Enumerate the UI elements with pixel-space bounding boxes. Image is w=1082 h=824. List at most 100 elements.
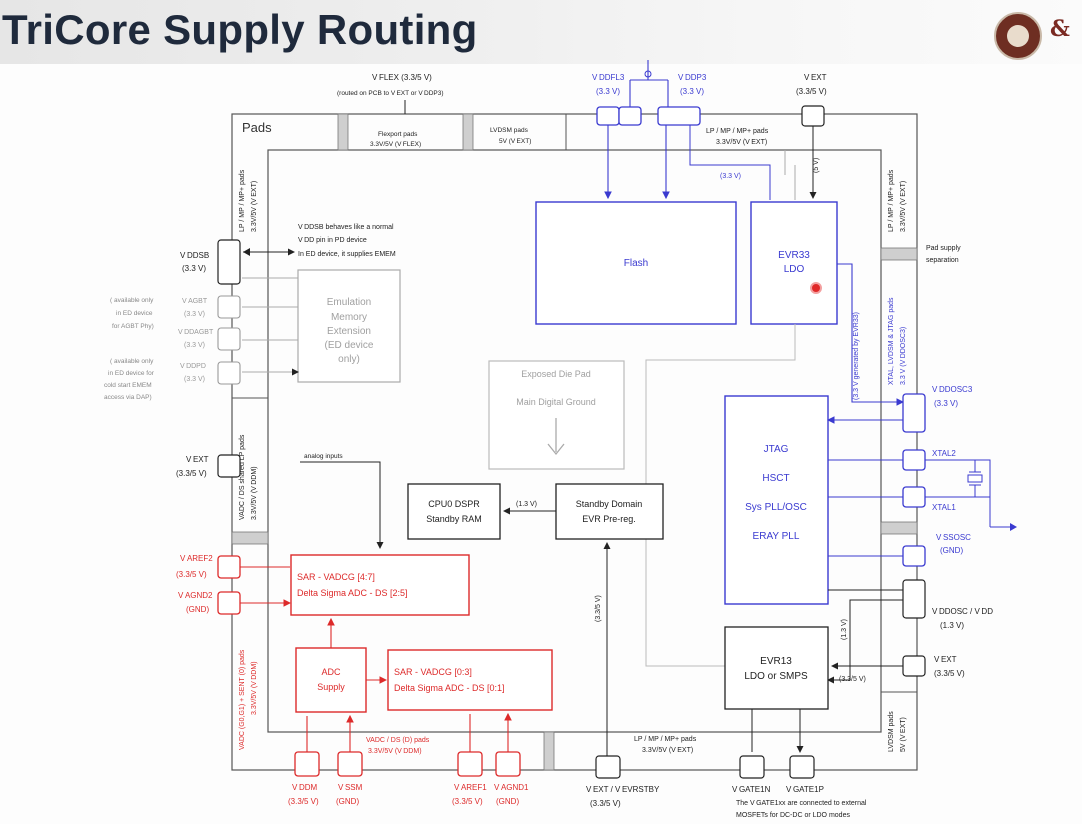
eraypll-label: ERAY PLL [753,531,800,542]
vddpd-pad [217,361,241,385]
sar-lower-block [387,649,553,711]
conn-335-right: (3.3/5 V) [839,676,866,683]
ground-down-arrow [547,418,565,456]
xtal2-label: XTAL2 [932,449,956,458]
vddosc3-pad [902,393,926,433]
varef1-label: V AREF1 [454,783,487,792]
vext-right-pad [902,655,926,677]
vddsb-note-2: V DD pin in PD device [298,237,367,244]
lvdsm-right-label: LVDSM pads [888,711,895,752]
vddpd-voltage: (3.3 V) [184,376,205,383]
vddosc-vdd-label: V DDOSC / V DD [932,607,993,616]
vagnd2-voltage: (GND) [186,605,209,614]
lp-top-voltage: 3.3V/5V (V EXT) [716,139,767,146]
gate-note-1: The V GATE1xx are connected to external [736,800,867,807]
vssm-pad [337,751,363,777]
emem-supply-wires [242,277,298,372]
adc-supply-label-1: ADC [321,667,341,677]
vddfl3-label: V DDFL3 [592,73,625,82]
analog-inputs-wire [300,461,384,549]
vadc-shared-voltage: 3.3V/5V (V DDM) [251,466,258,520]
sar-upper-block [290,554,470,616]
vddfl3-voltage: (3.3 V) [596,87,620,96]
emem-label-1: Emulation [327,297,371,308]
vddfl3-pad [596,106,620,126]
vagnd2-label: V AGND2 [178,591,213,600]
vgate1p-pad [789,755,815,779]
lp-bottom-label: LP / MP / MP+ pads [634,736,697,743]
adc-supply-block [295,647,367,713]
vagnd2-pad [217,591,241,615]
vext-top-pad [801,105,825,127]
xtal-wires [828,459,903,498]
sar-lower-label-1: SAR - VADCG [0:3] [394,667,472,677]
logo-mark: & [1050,16,1070,42]
pad-sep-label-2: separation [926,257,959,264]
lvdsm-top-voltage: 5V (V EXT) [499,138,531,145]
syspll-label: Sys PLL/OSC [745,502,807,513]
lp-left-voltage: 3.3V/5V (V EXT) [251,181,258,232]
xtal1-pad [902,486,926,508]
flash-label: Flash [624,258,648,269]
die-pad-label-1: Exposed Die Pad [521,369,591,379]
avail-note-6: cold start EMEM [104,382,152,389]
vagnd1-voltage: (GND) [496,797,519,806]
standby-domain-block [555,483,664,540]
avail-note-4: ( available only [110,358,154,365]
vddsb-label: V DDSB [180,251,209,260]
vext-right-voltage: (3.3/5 V) [934,669,965,678]
vadc-pads-left-voltage: 3.3V/5V (V DDM) [251,661,258,715]
evr13-block [724,626,829,710]
vddagbt-pad [217,327,241,351]
lp-bottom-voltage: 3.3V/5V (V EXT) [642,747,693,754]
vddagbt-voltage: (3.3 V) [184,342,205,349]
pad-separator [462,113,474,151]
evr33-label-2: LDO [784,264,805,275]
vext-top-voltage: (3.3/5 V) [796,87,827,96]
vevrsb-label: V EXT / V EVRSTBY [586,785,660,794]
pad-sep-label-1: Pad supply [926,245,961,252]
vadc-pads-left-label: VADC (G0,G1) + SENT (0) pads [239,649,246,750]
varef2-wires [240,566,290,603]
lvdsm-right-voltage: 5V (V EXT) [900,717,907,752]
title-banner [0,0,1082,64]
varef2-label: V AREF2 [180,554,213,563]
lvdsm-top-label: LVDSM pads [490,127,529,134]
crystal-symbol [967,474,983,483]
vssosc-label: V SSOSC [936,533,971,542]
cpu0-label-2: Standby RAM [426,514,482,524]
vddosc-vdd-voltage: (1.3 V) [940,621,964,630]
vssosc-pad [902,545,926,567]
vgate1n-label: V GATE1N [732,785,771,794]
evr33-gen-note: (3.3 V generated by EVR33) [853,312,860,400]
cursor-marker [810,282,822,294]
vddsb-voltage: (3.3 V) [182,264,206,273]
vext-left-pad [217,454,241,478]
pad-separator [231,531,269,545]
flexport-label: Flexport pads [378,131,418,138]
vddsb-pad [217,239,241,285]
vddsb-note-1: V DDSB behaves like a normal [298,224,394,231]
sar-upper-label-1: SAR - VADCG [4:7] [297,572,375,582]
xtal-side-voltage: 3.3 V (V DDOSC3) [900,327,907,385]
vddm-voltage: (3.3/5 V) [288,797,319,806]
xtal2-pad [902,449,926,471]
evr33-output-wire [837,263,905,406]
vddp3-label: V DDP3 [678,73,707,82]
supply-node [644,70,652,78]
vext-top-label: V EXT [804,73,827,82]
evr33-label-1: EVR33 [778,250,810,261]
pads-label: Pads [242,120,272,135]
vevrsb-pad [595,755,621,779]
evr13-label-1: EVR13 [760,656,792,667]
pad-ring-outer [231,113,918,771]
vddosc3-voltage: (3.3 V) [934,399,958,408]
pad-separator [880,521,918,535]
gray-ground-route [645,324,796,667]
conn-33-label: (3.3 V) [720,173,741,180]
ground-arrow [1010,523,1017,531]
lp-top-label: LP / MP / MP+ pads [706,128,769,135]
gray-wire-top [784,150,796,200]
